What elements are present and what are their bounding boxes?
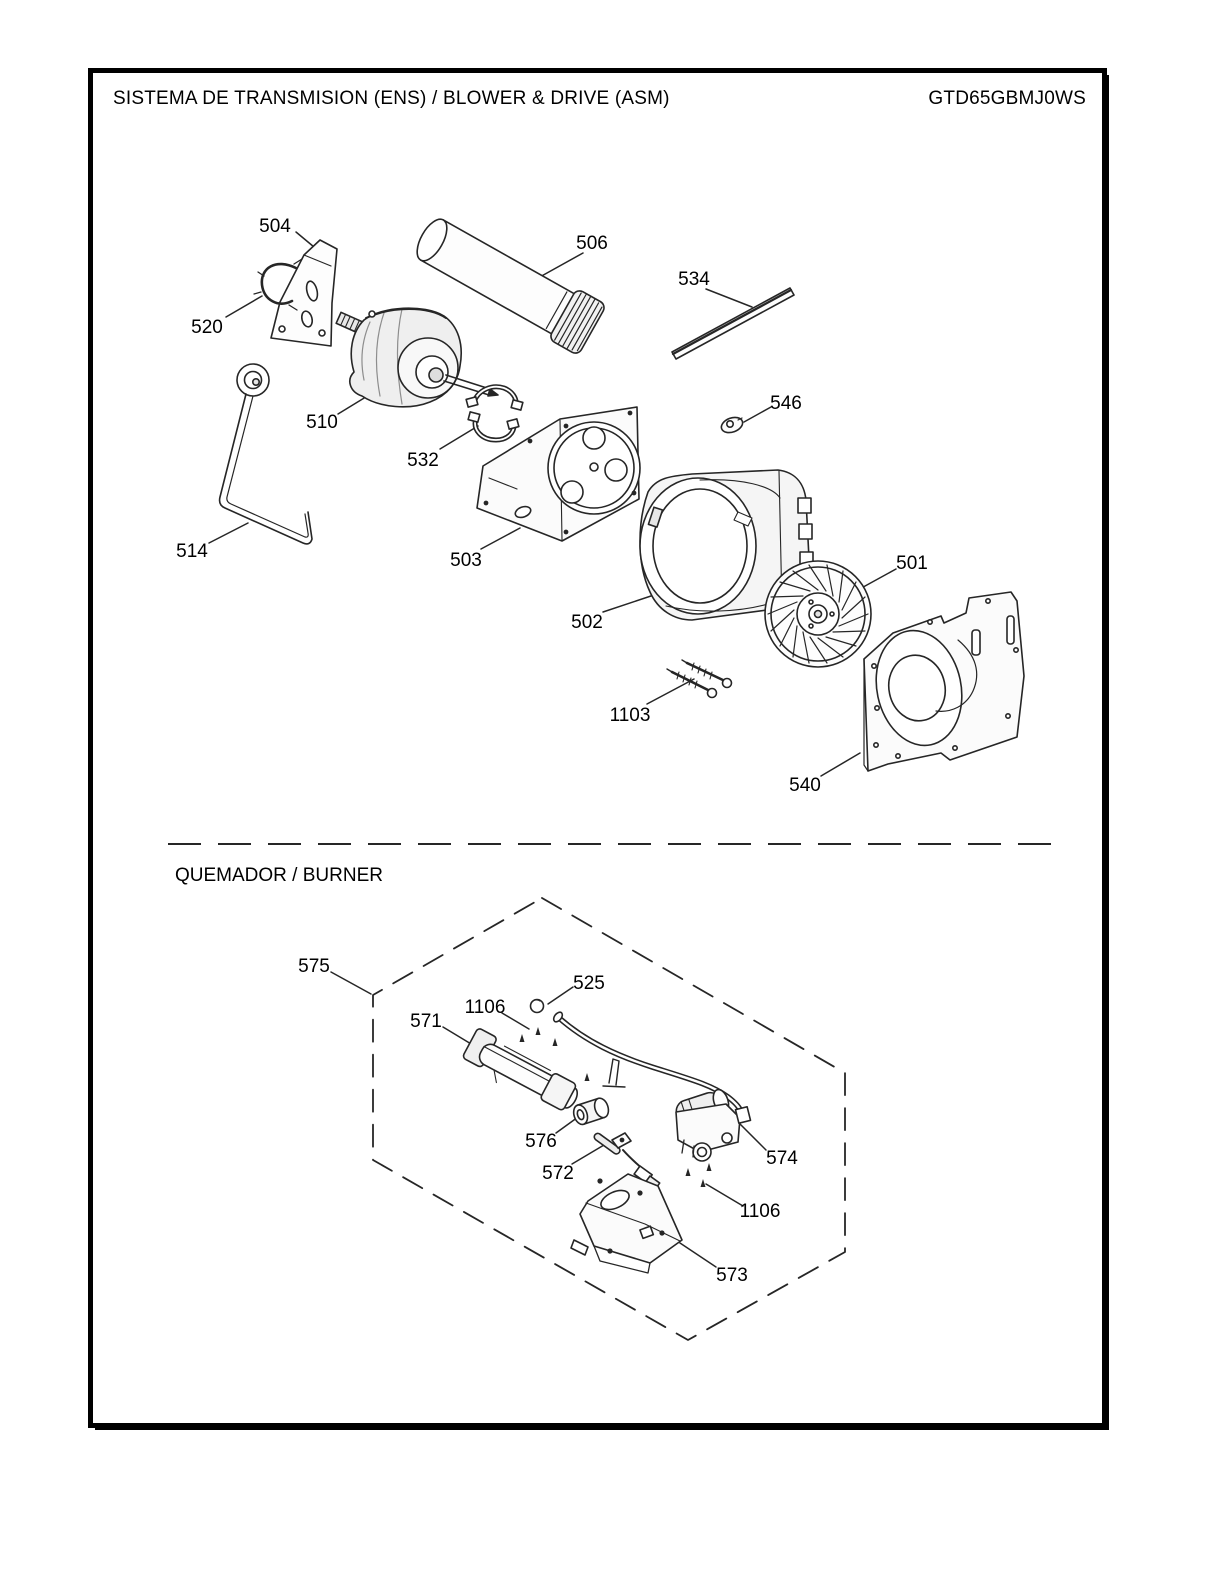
part-534-seal-strip-icon — [671, 287, 795, 360]
burner-section-title: QUEMADOR / BURNER — [175, 865, 383, 886]
part-504-bracket-icon — [270, 239, 338, 347]
part-503-mount-plate-icon — [476, 406, 641, 542]
callout-504: 504 — [259, 216, 291, 237]
burner-callouts: 575 525 1106 571 576 572 574 1106 573 — [298, 956, 798, 1286]
callout-534: 534 — [678, 269, 710, 290]
callout-574: 574 — [766, 1148, 798, 1169]
callout-510: 510 — [306, 412, 338, 433]
blower-drive-art — [208, 218, 1025, 777]
part-571-igniter-icon — [462, 1028, 579, 1111]
callout-573: 573 — [716, 1265, 748, 1286]
callout-546: 546 — [770, 393, 802, 414]
part-1103-screws-icon — [666, 659, 733, 699]
part-1106-screws-lower-icon — [685, 1163, 712, 1187]
callout-1106-lower: 1106 — [740, 1201, 781, 1222]
callout-540: 540 — [789, 775, 821, 796]
part-525-bushing-icon — [529, 998, 545, 1014]
part-514-belt-icon — [218, 363, 313, 545]
model-number: GTD65GBMJ0WS — [928, 88, 1086, 109]
part-502-blower-housing-icon — [639, 469, 814, 621]
part-532-clamp-icon — [465, 384, 524, 443]
part-520-clip-icon — [253, 258, 303, 311]
callout-532: 532 — [407, 450, 439, 471]
callout-575: 575 — [298, 956, 330, 977]
part-501-blower-wheel-icon — [764, 560, 872, 668]
callout-576: 576 — [525, 1131, 557, 1152]
part-506-duct-icon — [416, 218, 605, 354]
burner-boundary — [372, 897, 846, 1341]
part-510-motor-icon — [335, 307, 499, 408]
part-576-bushing-icon — [572, 1097, 610, 1126]
part-1106-screws-upper-icon — [519, 1027, 590, 1081]
callout-525: 525 — [573, 973, 605, 994]
callout-503: 503 — [450, 550, 482, 571]
burner-art — [330, 897, 846, 1341]
part-573-burner-bracket-icon — [570, 1173, 683, 1274]
callout-571: 571 — [410, 1011, 442, 1032]
part-574-gas-valve-icon — [675, 1088, 752, 1162]
callout-502: 502 — [571, 612, 603, 633]
part-540-backing-panel-icon — [863, 591, 1025, 772]
callout-1103: 1103 — [610, 705, 651, 726]
callout-572: 572 — [542, 1163, 574, 1184]
callout-520: 520 — [191, 317, 223, 338]
callout-1106-upper: 1106 — [465, 997, 506, 1018]
blower-drive-callouts: 504 520 506 534 546 510 532 514 503 502 … — [176, 216, 928, 796]
callout-501: 501 — [896, 553, 928, 574]
page-title: SISTEMA DE TRANSMISION (ENS) / BLOWER & … — [113, 88, 670, 109]
part-546-mount-icon — [720, 416, 744, 434]
callout-514: 514 — [176, 541, 208, 562]
callout-506: 506 — [576, 233, 608, 254]
